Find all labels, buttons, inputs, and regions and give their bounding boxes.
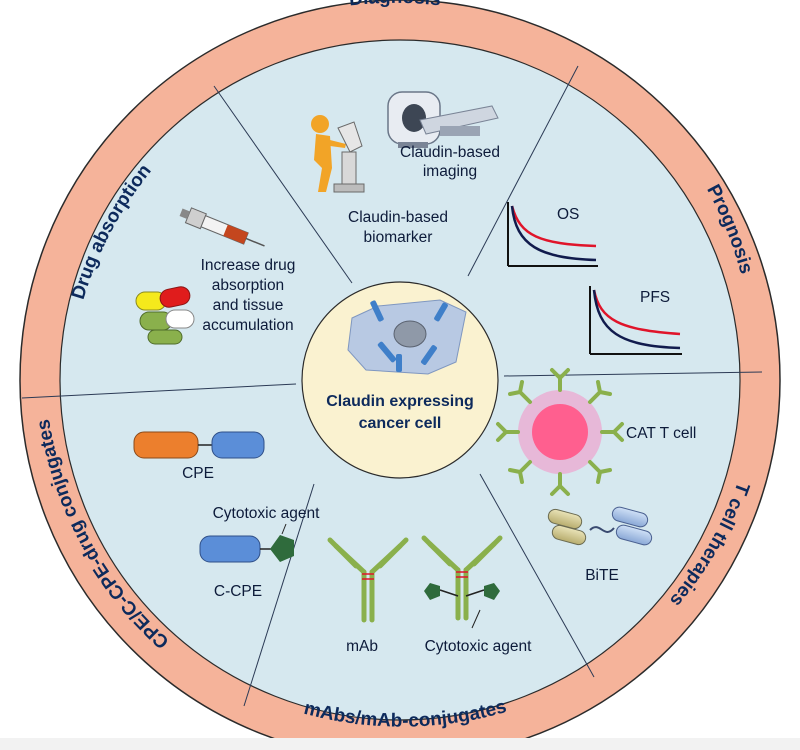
cpe-cytotoxic-label: Cytotoxic agent (213, 505, 321, 522)
mab-label: mAb (346, 638, 378, 655)
center-label-line2: cancer cell (359, 415, 442, 432)
adc-antibody-icon (421, 535, 503, 621)
pfs-label: PFS (640, 289, 670, 306)
center-label-line1: Claudin expressing (326, 393, 474, 410)
mab-antibody-icon (327, 537, 409, 623)
mab-disulfide-marks (362, 573, 374, 580)
os-label: OS (557, 206, 579, 223)
cat-t-cell-icon (496, 368, 624, 496)
bite-label: BiTE (585, 567, 619, 584)
adc-disulfide-marks (456, 571, 468, 578)
biomarker-label-line1: Claudin-based (348, 209, 448, 226)
bite-icon (547, 506, 653, 546)
pfs-survival-curve (589, 286, 682, 355)
ccpe-label: C-CPE (214, 583, 262, 600)
drug-label-line3: and tissue (213, 297, 284, 314)
mri-scanner-icon (387, 91, 499, 148)
sector-dividers (21, 65, 763, 707)
cancer-cell-icon (347, 299, 467, 375)
imaging-label-line2: imaging (423, 163, 477, 180)
drug-label-line1: Increase drug (201, 257, 296, 274)
imaging-label-line1: Claudin-based (400, 144, 500, 161)
ccpe-conjugate-icon (199, 523, 294, 563)
syringe-icon (179, 207, 265, 247)
cpe-icon (133, 431, 265, 459)
cat-t-cell-label: CAT T cell (626, 425, 696, 442)
drug-label-line2: absorption (212, 277, 284, 294)
microscope-person-icon (311, 115, 365, 193)
cpe-label: CPE (182, 465, 214, 482)
mab-cytotoxic-label: Cytotoxic agent (425, 638, 533, 655)
adc-payload-icons (424, 583, 500, 629)
drug-label-line4: accumulation (202, 317, 293, 334)
biomarker-label-line2: biomarker (364, 229, 433, 246)
os-survival-curve (507, 202, 598, 267)
pills-icon (135, 286, 195, 345)
ring-label-diagnosis: Diagnosis (348, 0, 442, 10)
bottom-bar (0, 738, 800, 750)
